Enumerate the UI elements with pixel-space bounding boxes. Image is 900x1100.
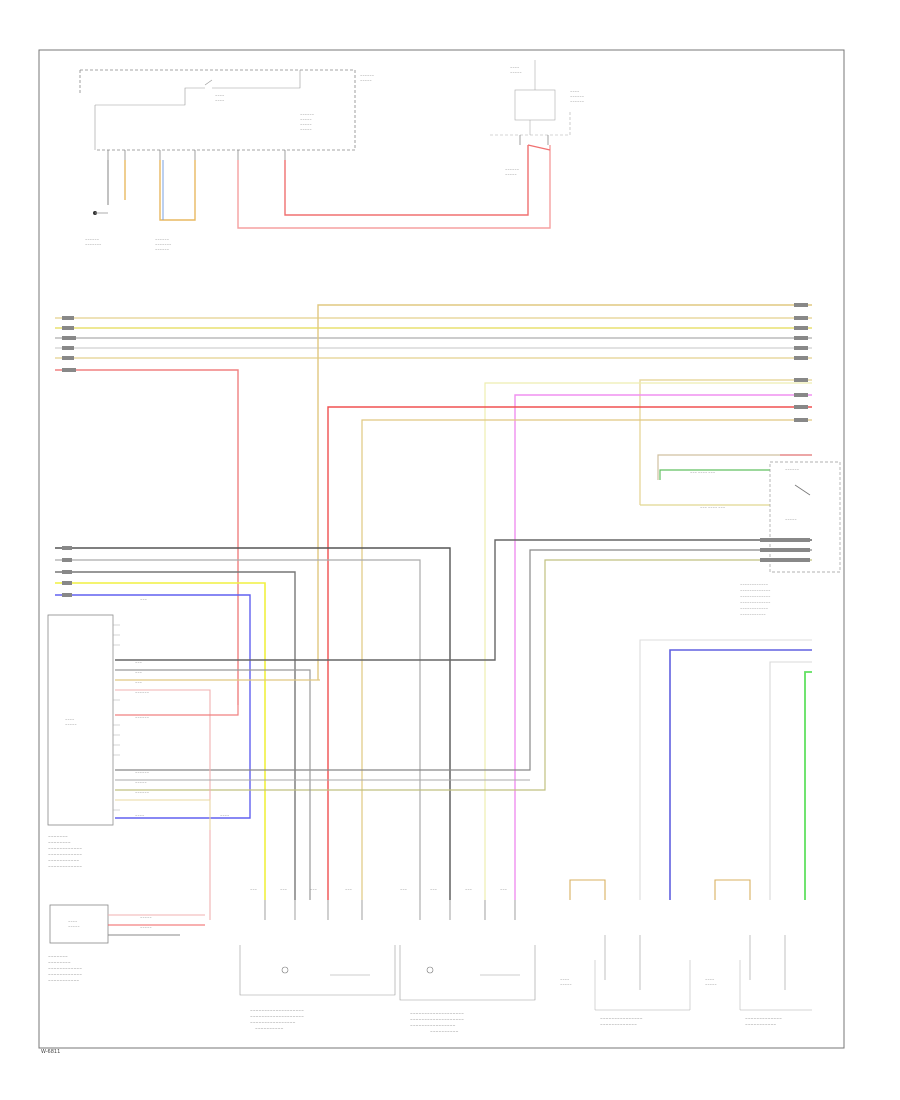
- svg-text:~~~~~~: ~~~~~~: [505, 167, 520, 171]
- svg-text:~~~~~~~~~~~~: ~~~~~~~~~~~~: [740, 582, 769, 586]
- diagram-id: W-6811: [41, 1049, 60, 1055]
- right-switch-module: ~~~~~~ ~~~ ~~~~ ~~~ ~~~ ~~~~ ~~~ ~~~~~ ~…: [640, 454, 841, 616]
- svg-text:~~~~~~~~~~~~~: ~~~~~~~~~~~~~: [740, 600, 771, 604]
- svg-text:~~~: ~~~: [430, 887, 438, 891]
- svg-text:~~~~~~: ~~~~~~: [135, 715, 150, 719]
- svg-text:~~~~~~: ~~~~~~: [300, 112, 315, 116]
- svg-text:~~~~~~~~~~~~~~~~~~~: ~~~~~~~~~~~~~~~~~~~: [250, 1015, 304, 1019]
- svg-text:~~~: ~~~: [280, 887, 288, 891]
- svg-text:~~~~~: ~~~~~: [505, 172, 517, 176]
- svg-text:~~~~~~~~~~~~~: ~~~~~~~~~~~~~: [740, 588, 771, 592]
- svg-text:~~~~~: ~~~~~: [300, 127, 312, 131]
- svg-text:~~~: ~~~: [465, 887, 473, 891]
- svg-text:~~~: ~~~: [310, 887, 318, 891]
- svg-text:~~~: ~~~: [140, 597, 148, 601]
- svg-text:~~~: ~~~: [500, 887, 508, 891]
- svg-text:~~~~~~~~~~~: ~~~~~~~~~~~: [745, 1023, 776, 1027]
- svg-text:~~~~~: ~~~~~: [300, 117, 312, 121]
- svg-text:~~~~~~~~~~~~~~~~~~~: ~~~~~~~~~~~~~~~~~~~: [250, 1009, 304, 1013]
- svg-text:~~~~: ~~~~: [510, 65, 520, 69]
- svg-text:~~~: ~~~: [400, 887, 408, 891]
- lower-harness-bus: [55, 538, 812, 920]
- svg-text:~~~~~~~: ~~~~~~~: [48, 835, 68, 839]
- bottom-seatbelt-connectors: ~~~~~~ ~~~~~~ ~~~~~~ ~~~~~~ ~~~~~~~~~~~~…: [239, 639, 812, 1034]
- svg-text:~~~: ~~~: [345, 887, 353, 891]
- svg-text:~~~: ~~~: [250, 887, 258, 891]
- svg-text:~~~~~~~~~~~~~: ~~~~~~~~~~~~~: [740, 594, 771, 598]
- svg-text:~~~~~: ~~~~~: [360, 78, 372, 82]
- svg-text:~~~: ~~~: [135, 670, 143, 674]
- lower-left-sensor-module: ~~~~ ~~~~~ ~~~~~ ~~~~~ ~~~~~~~ ~~~~~~~~ …: [48, 904, 205, 983]
- svg-text:~~~~: ~~~~: [570, 89, 580, 93]
- svg-text:~~~~~~~: ~~~~~~~: [48, 955, 68, 959]
- svg-text:~~~~~~~: ~~~~~~~: [85, 242, 102, 246]
- svg-text:~~~~~~~~~~~~~~~~~~~: ~~~~~~~~~~~~~~~~~~~: [410, 1018, 464, 1022]
- svg-text:~~~~~~~~~~~: ~~~~~~~~~~~: [48, 859, 79, 863]
- svg-text:~~~~~~: ~~~~~~: [135, 690, 150, 694]
- upper-harness-bus: [55, 303, 812, 900]
- svg-text:~~~~~~: ~~~~~~: [85, 237, 100, 241]
- svg-text:~~~~~~: ~~~~~~: [570, 94, 585, 98]
- svg-text:~~~: ~~~: [135, 680, 143, 684]
- svg-text:~~~~~~~~~~~: ~~~~~~~~~~~: [740, 612, 766, 616]
- svg-text:~~~~~: ~~~~~: [140, 915, 152, 919]
- svg-text:~~~~~: ~~~~~: [705, 982, 717, 986]
- svg-text:~~~~~~~~~~~~: ~~~~~~~~~~~~: [48, 847, 82, 851]
- svg-text:~~~~~~~~~~~~~~~~: ~~~~~~~~~~~~~~~~: [410, 1024, 456, 1028]
- svg-text:~~~~~~: ~~~~~~: [360, 73, 375, 77]
- svg-text:~~~: ~~~: [135, 660, 143, 664]
- svg-text:~~~~~~: ~~~~~~: [785, 467, 800, 471]
- svg-text:~~~~~~: ~~~~~~: [570, 99, 585, 103]
- svg-text:~~~~~: ~~~~~: [785, 517, 797, 521]
- svg-text:~~~~~~~~~~~~~: ~~~~~~~~~~~~~: [600, 1023, 637, 1027]
- svg-text:~~~~~~: ~~~~~~: [135, 770, 150, 774]
- svg-text:~~~~~: ~~~~~: [300, 122, 312, 126]
- svg-text:~~~~~~~~~~~~: ~~~~~~~~~~~~: [48, 973, 82, 977]
- svg-text:~~~~: ~~~~: [65, 717, 75, 721]
- svg-text:~~~~~~: ~~~~~~: [155, 247, 170, 251]
- svg-text:~~~~~~~~~~~~~~~~: ~~~~~~~~~~~~~~~~: [250, 1021, 296, 1025]
- top-connector-section: ~~~~~~ ~~~~~ ~~~~ ~~~~ ~~~~~~ ~~~~~ ~~~~…: [79, 60, 585, 251]
- svg-text:~~~~: ~~~~: [215, 93, 225, 97]
- svg-text:~~~~~~: ~~~~~~: [135, 790, 150, 794]
- diagram-frame: [38, 49, 845, 1049]
- svg-text:~~~~~~~~~~~~: ~~~~~~~~~~~~: [48, 967, 82, 971]
- svg-text:~~~~~~~~: ~~~~~~~~: [48, 841, 71, 845]
- svg-text:~~~~~~~~~~~~: ~~~~~~~~~~~~: [48, 853, 82, 857]
- left-control-module: ~~~~ ~~~~~ ~~~~~~~ ~~~~~~~~ ~~~~~~~~~~~~…: [47, 597, 230, 869]
- svg-text:~~~~~: ~~~~~: [510, 70, 522, 74]
- svg-text:~~~~~~~: ~~~~~~~: [155, 242, 172, 246]
- svg-text:~~~ ~~~~ ~~~: ~~~ ~~~~ ~~~: [700, 505, 726, 509]
- svg-text:~~~~: ~~~~: [215, 98, 225, 102]
- svg-text:~~~~~: ~~~~~: [140, 925, 152, 929]
- svg-text:~~~~~: ~~~~~: [65, 722, 77, 726]
- svg-text:~~~~~: ~~~~~: [68, 924, 80, 928]
- svg-text:~~~ ~~~~ ~~~: ~~~ ~~~~ ~~~: [690, 470, 716, 474]
- svg-text:~~~~~: ~~~~~: [560, 982, 572, 986]
- svg-text:~~~~~~~~~~: ~~~~~~~~~~: [430, 1030, 459, 1034]
- svg-text:~~~~~~~~~~: ~~~~~~~~~~: [255, 1027, 284, 1031]
- svg-text:~~~~: ~~~~: [68, 919, 78, 923]
- svg-text:~~~~~~~~~~~~~~~~~~~: ~~~~~~~~~~~~~~~~~~~: [410, 1012, 464, 1016]
- svg-text:~~~~~~~~~~~: ~~~~~~~~~~~: [48, 979, 79, 983]
- svg-text:~~~~: ~~~~: [135, 813, 145, 817]
- svg-text:~~~~~~~~: ~~~~~~~~: [48, 961, 71, 965]
- svg-text:~~~~: ~~~~: [560, 977, 570, 981]
- svg-text:~~~~~~~~~~~~~~~: ~~~~~~~~~~~~~~~: [600, 1017, 643, 1021]
- svg-text:~~~~~~~~~~~~: ~~~~~~~~~~~~: [740, 606, 769, 610]
- svg-text:~~~~~~: ~~~~~~: [155, 237, 170, 241]
- svg-text:~~~~~~~~~~~~~: ~~~~~~~~~~~~~: [745, 1017, 782, 1021]
- svg-text:~~~~: ~~~~: [705, 977, 715, 981]
- svg-text:~~~~: ~~~~: [220, 813, 230, 817]
- svg-text:~~~~~~~~~~~~: ~~~~~~~~~~~~: [48, 865, 82, 869]
- svg-text:~~~~~: ~~~~~: [135, 780, 147, 784]
